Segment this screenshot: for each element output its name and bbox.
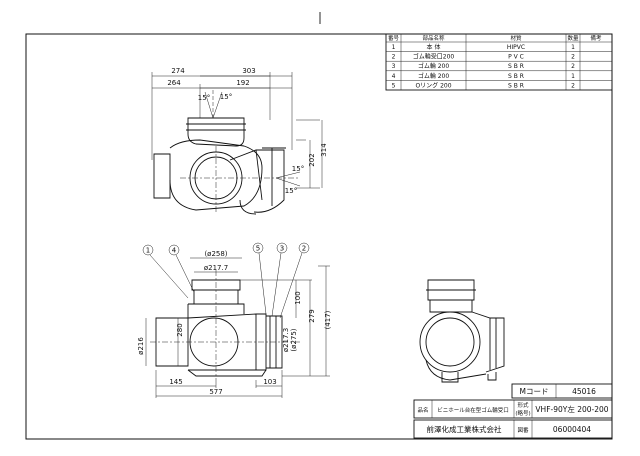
callout-3: 3: [271, 242, 288, 317]
svg-text:5: 5: [256, 245, 260, 253]
code-label: Mコード: [520, 387, 549, 396]
svg-text:2: 2: [392, 54, 396, 61]
dim-274: 274: [171, 67, 185, 75]
dim-192: 192: [236, 79, 249, 87]
dim-angle-15-a: 15°: [198, 94, 210, 102]
svg-text:S B R: S B R: [508, 73, 524, 80]
dim-217-7: ø217.7: [204, 264, 228, 272]
svg-text:1: 1: [571, 44, 575, 51]
svg-text:P V C: P V C: [508, 54, 524, 61]
svg-text:ゴム輪受口200: ゴム輪受口200: [413, 53, 455, 61]
svg-text:1: 1: [392, 44, 396, 51]
isometric-view: [419, 279, 505, 383]
model-label: 形式: [517, 401, 529, 409]
dim-264: 264: [167, 79, 181, 87]
svg-text:2: 2: [571, 82, 575, 89]
dim-314: 314: [320, 143, 328, 157]
svg-text:HIPVC: HIPVC: [507, 44, 525, 51]
dim-275: (ø275): [290, 328, 298, 351]
table-header-remarks: 備考: [590, 34, 602, 42]
svg-text:1: 1: [146, 247, 150, 255]
svg-text:ゴム輪 200: ゴム輪 200: [418, 72, 450, 80]
callout-4: 4: [168, 244, 195, 293]
dim-145: 145: [169, 378, 182, 386]
svg-text:4: 4: [392, 73, 396, 80]
svg-text:ゴム輪 200: ゴム輪 200: [418, 62, 450, 70]
name-value: ビニホール台在型ゴム輪受口: [437, 406, 509, 414]
dim-100: 100: [294, 291, 302, 304]
table-row: 2 ゴム輪受口200 P V C 2: [392, 53, 576, 61]
code-value: 45016: [572, 387, 596, 396]
svg-text:S B R: S B R: [508, 63, 524, 70]
table-header-qty: 数量: [567, 34, 579, 42]
svg-text:2: 2: [571, 54, 575, 61]
svg-text:S B R: S B R: [508, 82, 524, 89]
drawing-frame: [25, 33, 613, 440]
table-header-material: 材質: [510, 34, 522, 42]
dim-angle-15-b: 15°: [220, 93, 232, 101]
dim-279: 279: [308, 309, 316, 322]
svg-text:2: 2: [302, 245, 306, 253]
table-row: 1 本 体 HIPVC 1: [392, 43, 576, 51]
table-row: 3 ゴム輪 200 S B R 2: [392, 62, 576, 70]
dim-417: (417): [324, 310, 332, 329]
company-name: 前澤化成工業株式会社: [427, 424, 502, 434]
dim-258: (ø258): [204, 250, 227, 258]
svg-text:1: 1: [571, 73, 575, 80]
dim-angle-15-d: 15°: [285, 187, 297, 195]
svg-text:Oリング 200: Oリング 200: [415, 81, 451, 89]
dim-577: 577: [209, 388, 222, 396]
svg-text:3: 3: [392, 63, 396, 70]
callout-2: 2: [279, 242, 310, 319]
table-header-no: 番号: [388, 35, 400, 42]
dim-303: 303: [242, 67, 255, 75]
svg-text:3: 3: [280, 245, 284, 253]
svg-text:本 体: 本 体: [427, 43, 441, 51]
svg-text:2: 2: [571, 63, 575, 70]
dim-202: 202: [308, 153, 316, 166]
table-row: 5 Oリング 200 S B R 2: [392, 81, 576, 89]
drawing-number-label: 図番: [517, 427, 529, 434]
front-view: 1 4 5 3 2 (ø258) ø217.7: [137, 242, 332, 398]
dim-103: 103: [263, 378, 276, 386]
table-header-name: 部品名称: [422, 34, 445, 42]
dim-217-3: ø217.3: [282, 328, 290, 352]
title-block: Mコード 45016 品名 ビニホール台在型ゴム輪受口 形式 (略号) VHF-…: [413, 383, 613, 439]
dim-280: 280: [176, 323, 184, 336]
callout-5: 5: [252, 242, 267, 315]
callout-1: 1: [142, 244, 189, 299]
table-row: 4 ゴム輪 200 S B R 1: [392, 72, 576, 80]
top-view: 274 303 264 192 15° 15° 202 314: [151, 67, 328, 215]
drawing-number: 06000404: [553, 425, 591, 434]
model-label-sub: (略号): [515, 409, 530, 417]
svg-text:5: 5: [392, 82, 396, 89]
model-value: VHF-90Y左 200-200: [535, 404, 608, 414]
svg-text:4: 4: [172, 247, 177, 255]
dim-216: ø216: [137, 337, 145, 355]
parts-table: 番号 部品名称 材質 数量 備考 1 本 体 HIPVC 1 2 ゴム輪受口20…: [385, 33, 613, 91]
dim-angle-15-c: 15°: [292, 165, 304, 173]
name-label: 品名: [417, 406, 428, 414]
